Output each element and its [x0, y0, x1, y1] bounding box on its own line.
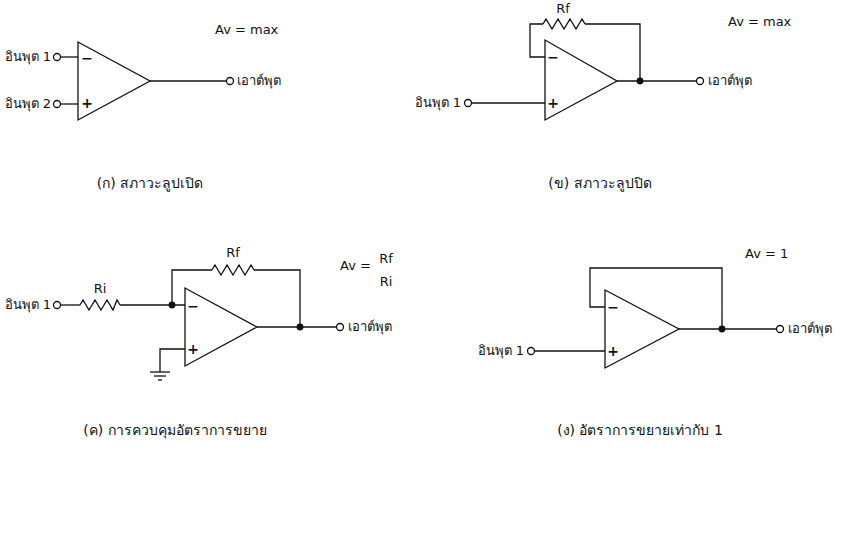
resistor-label: Ri — [94, 281, 107, 297]
port-label: เอาต์พุต — [788, 321, 832, 337]
op-amp-symbol — [545, 40, 617, 120]
resistor-symbol — [543, 19, 585, 29]
panel-caption: (ข) สภาวะลูปปิด — [548, 175, 651, 192]
panel-caption: (ก) สภาวะลูปเปิด — [97, 175, 203, 192]
terminal — [337, 324, 344, 331]
resistor-symbol — [212, 265, 254, 275]
pin-sign: + — [187, 341, 199, 358]
panel-caption: (ค) การควบคุมอัตราการขยาย — [83, 422, 266, 439]
terminal — [697, 78, 704, 85]
follower-circuit — [528, 268, 784, 368]
gain-formula: Av = — [340, 258, 371, 274]
open-loop-circuit — [54, 42, 234, 120]
panel-caption: (ง) อัตราการขยายเท่ากับ 1 — [557, 422, 723, 439]
port-label: อินพุต 1 — [478, 343, 524, 359]
pin-sign: + — [607, 343, 619, 360]
op-amp-symbol — [605, 290, 679, 368]
port-label: เอาต์พุต — [237, 73, 281, 89]
pin-sign: + — [81, 95, 93, 112]
terminal — [54, 54, 61, 61]
port-label: เอาต์พุต — [348, 319, 392, 335]
junction-dot — [637, 78, 643, 84]
port-label: อินพุต 2 — [5, 96, 51, 112]
terminal — [54, 302, 61, 309]
port-label: อินพุต 1 — [415, 95, 461, 111]
pin-sign: − — [187, 298, 199, 315]
resistor-label: Rf — [226, 245, 240, 261]
resistor-label: Rf — [556, 1, 570, 17]
pin-sign: + — [547, 95, 559, 112]
closed-loop-circuit — [465, 19, 704, 120]
gain-note: Av = max — [215, 22, 278, 38]
op-amp-symbol — [78, 42, 150, 120]
ground-symbol — [150, 371, 170, 372]
op-amp-symbol — [185, 288, 257, 366]
gain-note: Av = 1 — [745, 246, 788, 262]
pin-sign: − — [607, 299, 619, 316]
gain-formula: Ri — [380, 274, 393, 290]
port-label: อินพุต 1 — [5, 297, 51, 313]
gain-formula: Rf — [379, 251, 393, 267]
terminal — [528, 348, 535, 355]
pin-sign: − — [81, 50, 93, 67]
pin-sign: − — [547, 49, 559, 66]
junction-dot — [719, 326, 725, 332]
terminal — [227, 78, 234, 85]
junction-dot — [169, 302, 175, 308]
terminal — [54, 101, 61, 108]
terminal — [777, 326, 784, 333]
gain-note: Av = max — [728, 14, 791, 30]
resistor-symbol — [80, 300, 120, 310]
inverting-circuit — [54, 265, 344, 380]
port-label: อินพุต 1 — [5, 49, 51, 65]
junction-dot — [297, 324, 303, 330]
port-label: เอาต์พุต — [708, 73, 752, 89]
terminal — [465, 100, 472, 107]
